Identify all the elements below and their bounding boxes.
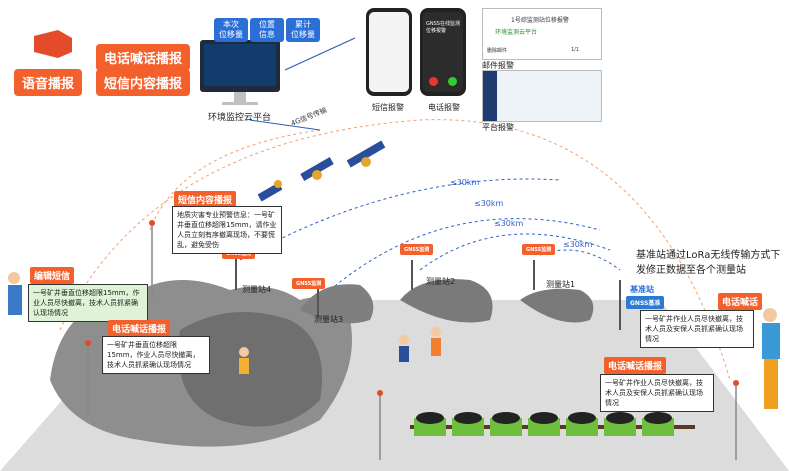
arc-outer: [59, 119, 731, 381]
rock-left-dark: [178, 312, 322, 427]
pill-position-info-text: 位置 信息: [259, 20, 275, 39]
platform-alarm-panel: [482, 70, 602, 122]
phone-callout-left-tag: 电话喊话播报: [108, 320, 171, 337]
phone-horn-tag: 电话喊话播报: [96, 44, 191, 71]
satellite-1: [257, 180, 283, 202]
base-station-label: 基准站: [630, 285, 654, 294]
station-2-tag: GNSS监测: [400, 244, 434, 255]
speaker-horn: [34, 30, 72, 58]
sms-broadcast-tag: 短信内容播报: [96, 69, 191, 96]
decline-call-icon: [429, 77, 438, 86]
satellite-3: [346, 140, 386, 168]
station-3-label: 测量站3: [314, 315, 344, 324]
station-1-label: 测量站1: [546, 280, 576, 289]
phone-callout-bottom-text: 一号矿井作业人员尽快撤离，技术人员及安保人员抓紧确认现场情况: [600, 374, 714, 412]
distance-label-4: ≤30km: [563, 240, 593, 249]
base-station-tag: GNSS基准: [626, 296, 665, 309]
station-2-label: 测量站2: [426, 277, 456, 286]
monitor-stand: [234, 92, 246, 102]
accept-call-icon: [448, 77, 457, 86]
rock-station1: [520, 288, 594, 323]
phone-callout-left-text: 一号矿井垂直位移超限15mm，作业人员尽快撤离，技术人员抓紧确认现场情况: [102, 336, 210, 374]
mail-alarm-panel: 1号综监测站位移报警 环境监测云平台 删除邮件 1/1: [482, 8, 602, 60]
distance-label-1: ≤30km: [450, 178, 480, 187]
phone-callout-right-tag: 电话喊话: [718, 293, 763, 310]
arrow-to-phones: [284, 37, 356, 71]
rock-station2: [400, 279, 493, 323]
call-alarm-caption: 电话报警: [428, 103, 460, 112]
sms-alarm-caption: 短信报警: [372, 103, 404, 112]
satellite-2: [300, 157, 334, 181]
phone-callout-bottom-tag: 电话喊话播报: [604, 357, 667, 374]
pill-cumulative-displacement-text: 累计 位移量: [291, 20, 315, 39]
sms-phone-screen: [369, 12, 409, 92]
platform-alarm-caption: 平台报警: [482, 123, 514, 132]
pill-cumulative-displacement: 累计 位移量: [286, 18, 320, 42]
sms-callout-tag: 短信内容播报: [174, 191, 237, 208]
base-station-description: 基准站通过LoRa无线传输方式下发修正数据至各个测量站: [636, 250, 781, 276]
monitor-caption: 环境监控云平台: [208, 113, 272, 123]
lora-arc-2: [329, 218, 601, 291]
distance-label-2: ≤30km: [474, 199, 504, 208]
arrow-4g: [249, 119, 321, 131]
pill-current-displacement: 本次 位移量: [214, 18, 248, 42]
mail-delete: 删除邮件: [487, 48, 508, 54]
call-screen-text: GNSS在线监测 位移报警: [426, 21, 460, 34]
mail-title: 1号综监测站位移报警: [511, 17, 569, 24]
call-phone: GNSS在线监测 位移报警: [420, 8, 466, 96]
station-4-label: 测量站4: [242, 285, 272, 294]
sms-callout-text: 地质灾害专业预警信息：一号矿井垂直位移超限15mm，请作业人员立刻有序撤离现场，…: [172, 206, 282, 254]
platform-sidebar: [483, 71, 497, 121]
call-phone-screen: GNSS在线监测 位移报警: [423, 12, 463, 92]
monitor-screen: [204, 44, 276, 86]
worker-figures: [8, 272, 780, 409]
mail-subtitle: 环境监测云平台: [495, 29, 538, 36]
phone-callout-right-text: 一号矿井作业人员尽快撤离，技术人员及安保人员抓紧确认现场情况: [640, 310, 754, 348]
edit-sms-tag: 编辑短信: [30, 267, 75, 284]
mail-pager: 1/1: [571, 47, 580, 53]
distance-label-3: ≤30km: [494, 219, 524, 228]
station-3-tag: GNSS监测: [292, 278, 326, 289]
monitor-base: [222, 102, 258, 105]
pill-position-info: 位置 信息: [250, 18, 284, 42]
mail-alarm-caption: 邮件报警: [482, 61, 514, 70]
pill-current-displacement-text: 本次 位移量: [219, 20, 243, 39]
sms-phone: [366, 8, 412, 96]
edit-sms-text: 一号矿井垂直位移超限15mm，作业人员尽快撤离，技术人员抓紧确认现场情况: [28, 284, 148, 322]
mine-carts: [410, 412, 695, 436]
arc-left: [149, 129, 321, 231]
voice-broadcast-tag: 语音播报: [14, 69, 83, 96]
station-1-tag: GNSS监测: [522, 244, 556, 255]
